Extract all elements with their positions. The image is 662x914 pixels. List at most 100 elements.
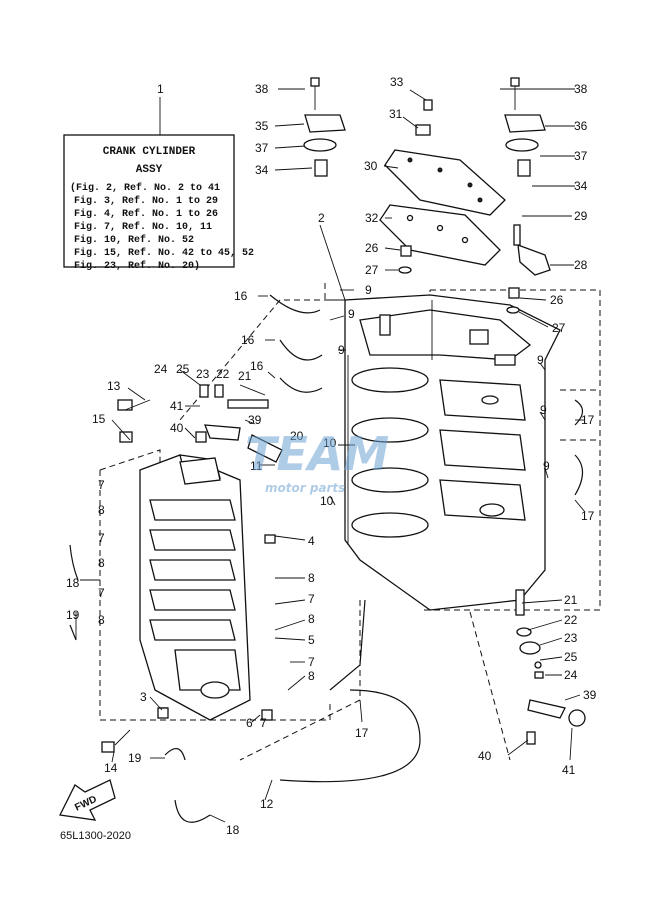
callout-34-b: 34 <box>574 179 588 193</box>
assembly-ref-6: Fig. 23, Ref. No. 20) <box>74 260 200 272</box>
callout-15: 15 <box>92 412 106 426</box>
callout-16-b: 16 <box>241 333 255 347</box>
diagram-code: 65L1300-2020 <box>60 830 131 842</box>
callout-22-b: 22 <box>564 613 578 627</box>
callout-9-a: 9 <box>365 283 372 297</box>
callout-36: 36 <box>574 119 588 133</box>
callout-37-b: 37 <box>574 149 588 163</box>
callout-16-a: 16 <box>234 289 248 303</box>
leader-lines <box>75 88 586 823</box>
callout-9-f: 9 <box>543 459 550 473</box>
callout-18-a: 18 <box>66 576 80 590</box>
small-parts <box>101 99 586 753</box>
thermostat-cover-right <box>504 77 546 177</box>
callout-28: 28 <box>574 258 588 272</box>
assembly-title: CRANK CYLINDER <box>103 146 196 158</box>
callout-8-f: 8 <box>308 669 315 683</box>
callout-31: 31 <box>389 107 403 121</box>
callout-22-a: 22 <box>216 367 230 381</box>
callout-25-b: 25 <box>564 650 578 664</box>
assembly-ref-4: Fig. 10, Ref. No. 52 <box>74 234 194 246</box>
hoses <box>69 294 584 823</box>
crankcase-half <box>139 454 251 721</box>
callout-18-b: 18 <box>226 823 240 837</box>
callout-33: 33 <box>390 75 404 89</box>
callout-23-a: 23 <box>196 367 210 381</box>
callout-19-a: 19 <box>66 608 80 622</box>
watermark-brand: TEAM <box>245 427 389 481</box>
callout-20: 20 <box>290 429 304 443</box>
callout-39-a: 39 <box>248 413 262 427</box>
thermostat-cover-left <box>303 77 346 177</box>
callout-40-b: 40 <box>478 749 492 763</box>
callout-12: 12 <box>260 797 274 811</box>
callout-38-b: 38 <box>574 82 588 96</box>
callout-10-a: 10 <box>323 436 337 450</box>
assembly-ref-1: Fig. 3, Ref. No. 1 to 29 <box>74 195 218 207</box>
callout-1: 1 <box>157 82 164 96</box>
callout-21-b: 21 <box>564 593 578 607</box>
callout-37-a: 37 <box>255 141 269 155</box>
callout-27-b: 27 <box>552 321 566 335</box>
watermark-logo: TEAM motor parts <box>245 427 389 495</box>
callout-2: 2 <box>318 211 325 225</box>
callout-numbers: 2 3 4 5 6 7 7 7 7 7 7 8 8 8 8 8 8 9 9 9 … <box>66 75 597 837</box>
callout-32: 32 <box>365 211 379 225</box>
assembly-ref-2: Fig. 4, Ref. No. 1 to 26 <box>74 208 218 220</box>
callout-17-c: 17 <box>355 726 369 740</box>
callout-9-b: 9 <box>348 307 355 321</box>
callout-21-a: 21 <box>238 369 252 383</box>
callout-26-b: 26 <box>550 293 564 307</box>
callout-8-e: 8 <box>308 612 315 626</box>
cylinder-block <box>344 294 561 611</box>
callout-29: 29 <box>574 209 588 223</box>
callout-7-a: 7 <box>98 478 105 492</box>
callout-8-d: 8 <box>308 571 315 585</box>
assembly-ref-3: Fig. 7, Ref. No. 10, 11 <box>74 221 212 233</box>
callout-3: 3 <box>140 690 147 704</box>
callout-7-c: 7 <box>98 586 105 600</box>
assembly-subtitle: ASSY <box>136 164 163 176</box>
callout-9-e: 9 <box>540 403 547 417</box>
callout-11: 11 <box>250 459 263 473</box>
callout-24-a: 24 <box>154 362 168 376</box>
callout-13: 13 <box>107 379 121 393</box>
callout-39-b: 39 <box>583 688 597 702</box>
callout-8-a: 8 <box>98 503 105 517</box>
callout-7-e: 7 <box>308 655 315 669</box>
callout-16-c: 16 <box>250 359 264 373</box>
callout-5: 5 <box>308 633 315 647</box>
exhaust-cover <box>379 149 506 266</box>
callout-23-b: 23 <box>564 631 578 645</box>
callout-8-b: 8 <box>98 556 105 570</box>
callout-14: 14 <box>104 761 118 775</box>
callout-10-b: 10 <box>320 494 334 508</box>
callout-30: 30 <box>364 159 378 173</box>
assembly-note-box <box>63 134 235 268</box>
assembly-ref-0: (Fig. 2, Ref. No. 2 to 41 <box>70 182 220 194</box>
callout-34-a: 34 <box>255 163 269 177</box>
callout-7-d: 7 <box>308 592 315 606</box>
callout-17-b: 17 <box>581 509 595 523</box>
callout-38-a: 38 <box>255 82 269 96</box>
callout-4: 4 <box>308 534 315 548</box>
callout-19-b: 19 <box>128 751 142 765</box>
callout-24-b: 24 <box>564 668 578 682</box>
callout-8-c: 8 <box>98 613 105 627</box>
callout-35: 35 <box>255 119 269 133</box>
callout-6: 6 <box>246 716 253 730</box>
watermark-subtitle: motor parts <box>265 481 345 495</box>
callout-41-a: 41 <box>170 399 184 413</box>
assembly-ref-5: Fig. 15, Ref. No. 42 to 45, 52 <box>74 247 254 259</box>
callout-7-b: 7 <box>98 531 105 545</box>
callout-41-b: 41 <box>562 763 576 777</box>
callout-9-c: 9 <box>338 343 345 357</box>
callout-27-a: 27 <box>365 263 379 277</box>
assembly-note: 1 CRANK CYLINDER ASSY (Fig. 2, Ref. No. … <box>63 82 254 272</box>
callout-17-a: 17 <box>581 413 595 427</box>
fwd-arrow-icon: FWD <box>59 779 116 821</box>
callout-9-d: 9 <box>537 353 544 367</box>
callout-7-f: 7 <box>260 716 267 730</box>
callout-40-a: 40 <box>170 421 184 435</box>
